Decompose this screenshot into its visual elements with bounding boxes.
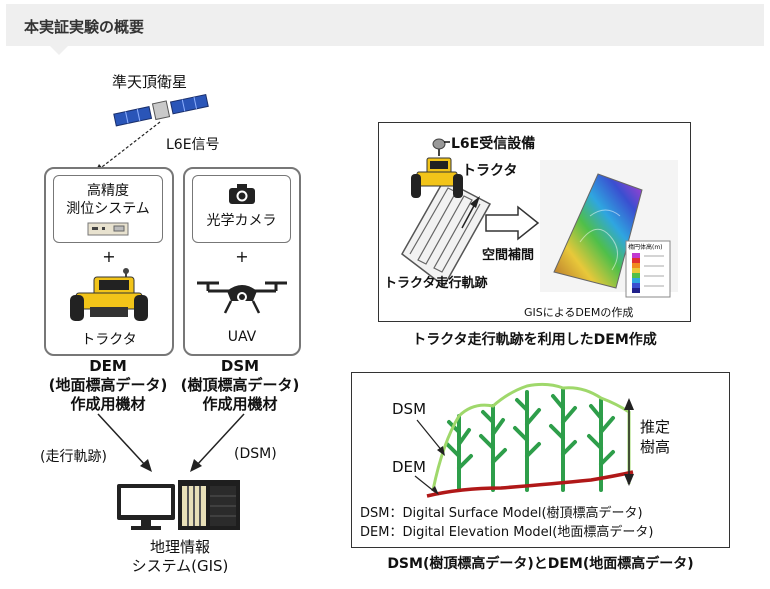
gis-dem-label: GISによるDEMの作成 (524, 306, 634, 319)
dem-caption-line2: (地面標高データ) (48, 376, 168, 394)
dem-caption-line1: DEM (89, 357, 127, 375)
height-label-line2: 樹高 (640, 438, 671, 456)
arrow-left-label: (走行軌跡) (40, 449, 107, 465)
signal-label: L6E信号 (166, 137, 220, 153)
legend-title: 楕円体高(m) (628, 244, 663, 251)
dem-equipment-box: 高精度 測位システム + トラクタ (44, 167, 174, 356)
dem-map (553, 173, 643, 289)
camera-icon (229, 184, 255, 204)
receiver-unit-icon (87, 222, 129, 236)
arrow-to-gis-left (97, 413, 152, 472)
small-tractor-icon (411, 157, 463, 198)
dem-caption-line3: 作成用機材 (70, 395, 146, 413)
arrow-to-gis-right (190, 413, 245, 472)
tree-profile-diagram (414, 382, 634, 498)
receiver-label: L6E受信設備 (451, 136, 536, 152)
dsm-dem-caption: DSM(樹頂標高データ)とDEM(地面標高データ) (387, 556, 694, 572)
dem-definition: DEM：Digital Elevation Model(地面標高データ) (360, 525, 654, 540)
height-label-line1: 推定 (640, 418, 671, 436)
tractor-icon (70, 268, 148, 321)
gis-label-line1: 地理情報 (149, 538, 210, 556)
positioning-system-box: 高精度 測位システム (53, 175, 163, 243)
dsm-caption-line1: DSM (220, 357, 260, 375)
dsm-caption-line3: 作成用機材 (202, 395, 278, 413)
dem-caption: DEM (地面標高データ) 作成用機材 (20, 357, 196, 414)
system-label-line1: 高精度 (87, 183, 129, 199)
gis-label-line2: システム(GIS) (131, 557, 229, 575)
dem-line-label: DEM (392, 458, 426, 476)
dem-creation-caption: トラクタ走行軌跡を利用したDEM作成 (412, 332, 657, 348)
section-title: 本実証実験の概要 (24, 18, 145, 36)
server-icon (178, 480, 240, 530)
dsm-caption: DSM (樹頂標高データ) 作成用機材 (164, 357, 316, 414)
interpolation-label: 空間補間 (482, 248, 535, 263)
header-notch (50, 46, 68, 55)
receiver-antenna-icon (432, 138, 450, 156)
interpolation-arrow (485, 205, 540, 241)
small-tractor-label: トラクタ (462, 163, 518, 179)
drone-icon (197, 281, 287, 314)
tractor-label: トラクタ (81, 332, 137, 348)
camera-label: 光学カメラ (206, 213, 277, 229)
track-label: トラクタ走行軌跡 (384, 276, 488, 291)
computer-monitor-icon (117, 484, 175, 530)
system-label-line2: 測位システム (66, 201, 150, 217)
dsm-caption-line2: (樹頂標高データ) (180, 376, 300, 394)
satellite-icon (113, 93, 209, 127)
dem-legend (625, 240, 671, 298)
dsm-dem-panel (351, 372, 730, 548)
plus-sign: + (235, 247, 249, 266)
uav-label: UAV (227, 329, 257, 345)
camera-box: 光学カメラ (192, 175, 291, 243)
dsm-line-label: DSM (392, 400, 427, 418)
plus-sign: + (102, 247, 116, 266)
dsm-definition: DSM：Digital Surface Model(樹頂標高データ) (360, 506, 643, 521)
arrow-right-label: (DSM) (234, 446, 277, 462)
satellite-label: 準天頂衛星 (112, 73, 188, 91)
dsm-equipment-box: 光学カメラ + UAV (183, 167, 301, 356)
section-header: 本実証実験の概要 (6, 4, 764, 55)
tractor-track-icon (401, 179, 492, 288)
